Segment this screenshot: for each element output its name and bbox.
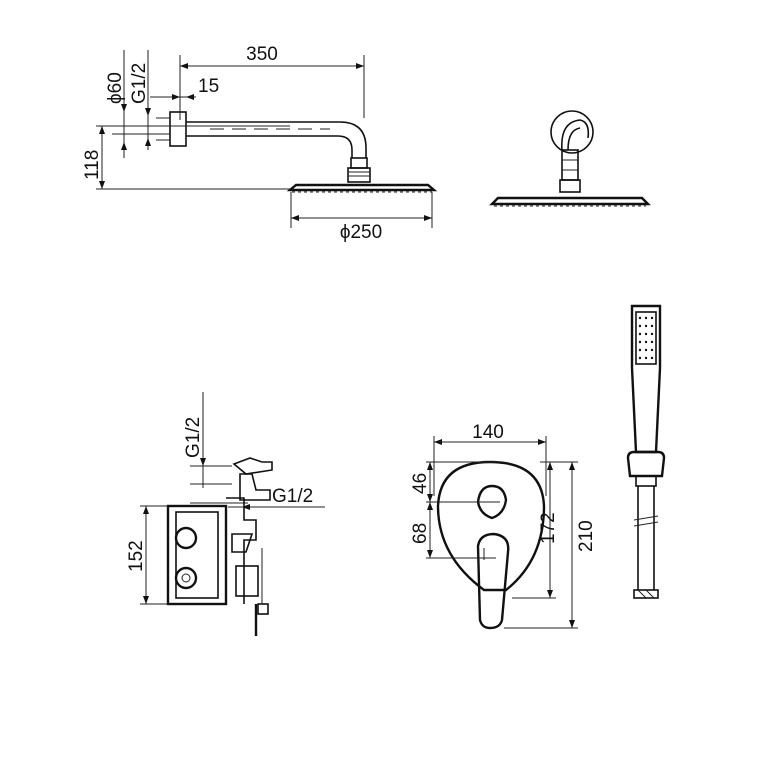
diverter-knob [476,484,508,520]
valve-body-height-label: 152 [126,540,147,572]
hose-nut [633,589,659,599]
valve-handle-side [232,457,273,475]
front-flange [550,110,594,154]
hose-break [633,515,659,527]
valve-inlet-thread-label: G1/2 [183,417,204,458]
cover-plate [436,460,546,592]
top-thread-label: G1/2 [129,63,150,104]
valve-body-side-view: G1/2 G1/2 152 [126,392,325,636]
plate-inner-height-label: 172 [538,512,559,544]
shower-arm-side-view: 350 15 ϕ60 G1/2 [82,44,438,243]
flange-diameter-label: ϕ60 [105,72,126,104]
shower-arm-front-view [489,110,651,207]
wall-gap-label: 15 [198,76,219,97]
lever-handle [476,532,510,630]
valve-port-lower [174,566,198,590]
plate-offset-handle-label: 68 [410,523,431,544]
plate-total-height-label: 210 [576,520,597,552]
shower-head [286,183,438,192]
valve-port-upper [174,526,198,550]
drop-height-label: 118 [82,150,103,180]
valve-outlet-thread-label: G1/2 [272,486,313,507]
wall-flange [169,111,187,147]
shower-holder [626,450,666,478]
cover-plate-front-view: 140 46 68 172 210 [410,422,597,630]
shower-arm [186,121,367,158]
front-shower-head [489,196,651,206]
hand-shower-assembly [626,304,666,599]
arm-length-label: 350 [246,44,278,65]
plate-width-label: 140 [472,422,504,443]
head-diameter-label: ϕ250 [340,222,382,243]
valve-box [166,504,228,606]
plate-offset-top-label: 46 [410,473,431,494]
